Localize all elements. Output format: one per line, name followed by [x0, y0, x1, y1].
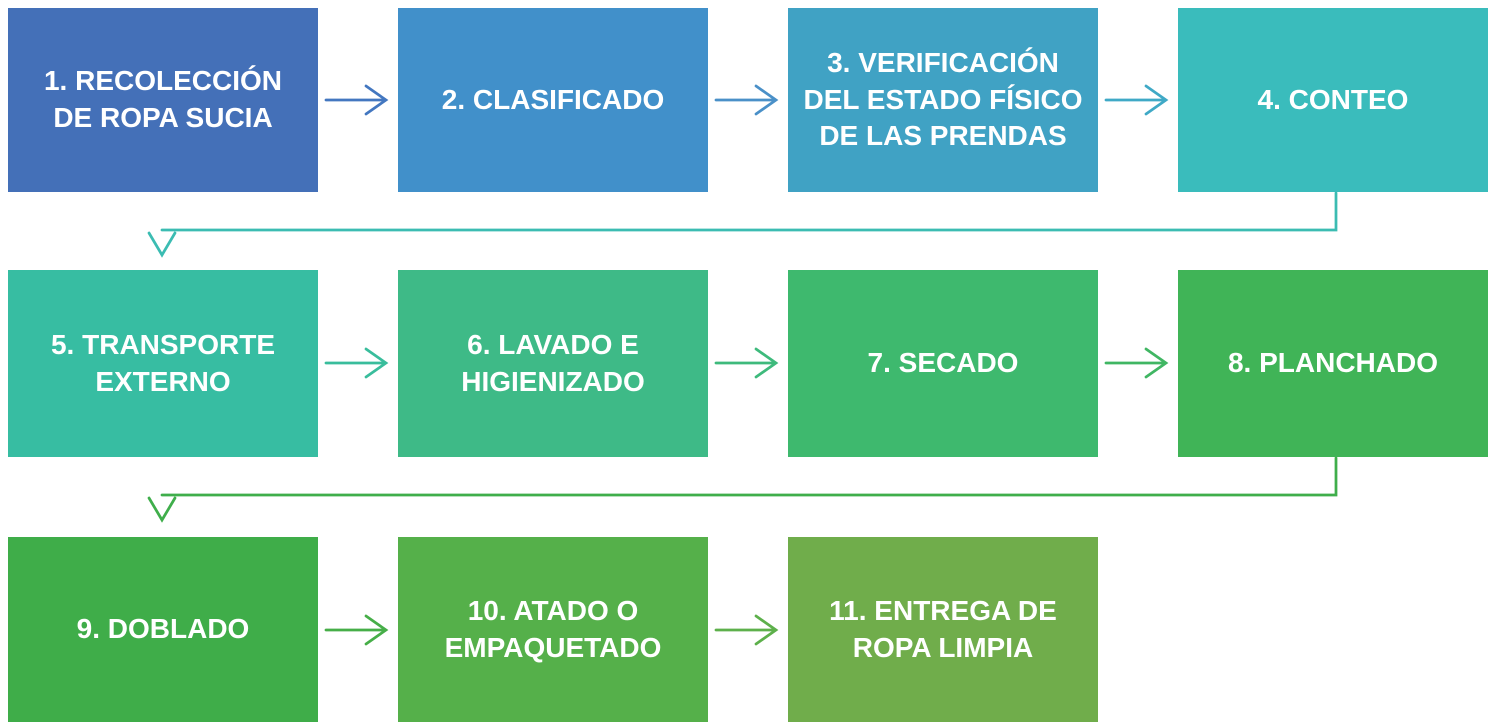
- flow-step-9-doblado: 9. DOBLADO: [8, 537, 318, 722]
- flow-step-label: 2. CLASIFICADO: [441, 83, 665, 115]
- flow-step-1-recoleccion: 1. RECOLECCIÓN DE ROPA SUCIA: [8, 8, 318, 192]
- flow-step-label: 5. TRANSPORTE EXTERNO: [50, 328, 276, 397]
- flow-step-10-atado: 10. ATADO O EMPAQUETADO: [398, 537, 708, 722]
- flow-step-label: 8. PLANCHADO: [1227, 347, 1438, 379]
- flow-step-label: 10. ATADO O EMPAQUETADO: [444, 594, 662, 663]
- arrow-step4-step5: [147, 191, 1338, 258]
- arrow-step2-step3: [714, 84, 779, 116]
- flow-step-6-lavado: 6. LAVADO E HIGIENIZADO: [398, 270, 708, 457]
- flow-step-label: 4. CONTEO: [1257, 83, 1409, 115]
- arrow-step3-step4: [1104, 84, 1169, 116]
- arrow-step7-step8: [1104, 347, 1169, 379]
- arrow-step9-step10: [324, 614, 389, 646]
- flow-step-2-clasificado: 2. CLASIFICADO: [398, 8, 708, 192]
- arrow-step5-step6: [324, 347, 389, 379]
- flow-step-8-planchado: 8. PLANCHADO: [1178, 270, 1488, 457]
- arrow-step8-step9: [147, 456, 1338, 523]
- flow-step-label: 6. LAVADO E HIGIENIZADO: [461, 328, 645, 397]
- flow-step-4-conteo: 4. CONTEO: [1178, 8, 1488, 192]
- arrow-step10-step11: [714, 614, 779, 646]
- flow-step-label: 7. SECADO: [867, 347, 1019, 379]
- flow-step-label: 9. DOBLADO: [76, 613, 250, 645]
- flow-step-11-entrega: 11. ENTREGA DE ROPA LIMPIA: [788, 537, 1098, 722]
- flow-step-7-secado: 7. SECADO: [788, 270, 1098, 457]
- arrow-step6-step7: [714, 347, 779, 379]
- flow-step-label: 11. ENTREGA DE ROPA LIMPIA: [829, 594, 1057, 663]
- flow-step-label: 3. VERIFICACIÓN DEL ESTADO FÍSICO DE LAS…: [803, 46, 1083, 152]
- flow-step-label: 1. RECOLECCIÓN DE ROPA SUCIA: [43, 65, 283, 133]
- flow-step-5-transporte: 5. TRANSPORTE EXTERNO: [8, 270, 318, 457]
- arrow-step1-step2: [324, 84, 389, 116]
- flow-step-3-verificacion: 3. VERIFICACIÓN DEL ESTADO FÍSICO DE LAS…: [788, 8, 1098, 192]
